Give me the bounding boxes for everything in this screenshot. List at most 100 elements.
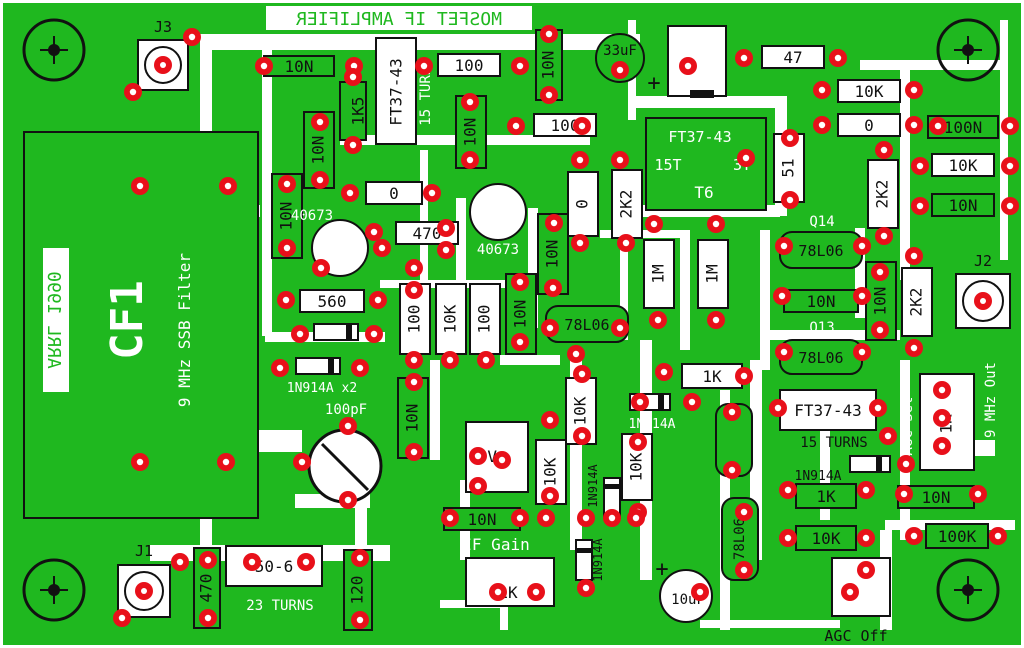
pad-hole [374, 296, 382, 304]
pad-hole [545, 30, 553, 38]
pads [113, 25, 1019, 629]
pad-hole [370, 228, 378, 236]
pad-hole [370, 330, 378, 338]
pad-hole [420, 62, 428, 70]
pad-hole [778, 292, 786, 300]
pad-hole [916, 202, 924, 210]
pad-hole [818, 86, 826, 94]
pad-hole [740, 508, 748, 516]
pad-hole [442, 224, 450, 232]
resistor-10k-right: 10K [931, 153, 995, 177]
resistor-100-top: 100 [437, 53, 501, 77]
pad-hole [356, 554, 364, 562]
pad-hole [546, 492, 554, 500]
svg-text:10K: 10K [571, 396, 590, 425]
diodes: 1N914A x2 1N914A 1N914A 1N914A 1N914A [287, 323, 891, 582]
pad-hole [545, 91, 553, 99]
pad-hole [224, 182, 232, 190]
pad-hole [876, 268, 884, 276]
transistor-q14: 78L06 Q14 [779, 214, 863, 269]
pad-hole [784, 534, 792, 542]
pad-hole [410, 378, 418, 386]
resistor-10k-v2: 10K [535, 439, 567, 505]
svg-text:10N: 10N [511, 300, 530, 329]
if-gain-label: IF Gain [462, 535, 529, 554]
connector-j1[interactable]: J1 [117, 542, 171, 618]
pad-hole [650, 220, 658, 228]
pad-hole [129, 88, 137, 96]
resistor-560: 560 [299, 289, 365, 313]
pad-hole [938, 442, 946, 450]
pad-hole [356, 616, 364, 624]
svg-text:1M: 1M [703, 264, 722, 283]
trimmer-100pf[interactable]: 100pF [307, 402, 383, 504]
pad-hole [616, 66, 624, 74]
svg-text:10N: 10N [285, 57, 314, 76]
pad-hole [696, 588, 704, 596]
svg-text:15T: 15T [654, 156, 681, 174]
pad-hole [902, 460, 910, 468]
pad-hole [498, 456, 506, 464]
pad-hole [516, 278, 524, 286]
pad-hole [550, 219, 558, 227]
pad-hole [474, 482, 482, 490]
svg-text:10N: 10N [309, 136, 328, 165]
resistor-1m-b: 1M [697, 239, 729, 309]
svg-text:470: 470 [413, 224, 442, 243]
mounting-hole-icon [22, 558, 86, 622]
pad-hole [880, 232, 888, 240]
svg-text:T6: T6 [694, 183, 713, 202]
pad-hole [512, 122, 520, 130]
svg-text:2K2: 2K2 [617, 190, 636, 219]
pad-hole [546, 324, 554, 332]
pad-hole [608, 514, 616, 522]
pad-hole [428, 189, 436, 197]
diode-pair-a [313, 323, 359, 341]
pad-hole [634, 438, 642, 446]
pad-hole [740, 54, 748, 62]
mosfet-right: 40673 [469, 183, 527, 258]
pad-hole [616, 324, 624, 332]
svg-text:10N: 10N [807, 292, 836, 311]
svg-text:100K: 100K [938, 527, 977, 546]
connector-j3[interactable]: J3 [137, 18, 189, 91]
pad-hole [938, 386, 946, 394]
resistor-2k2-c: 2K2 [901, 267, 933, 337]
svg-text:470: 470 [197, 574, 216, 603]
pad-hole [466, 98, 474, 106]
svg-text:51: 51 [779, 158, 798, 177]
pad-hole [466, 156, 474, 164]
svg-text:23 TURNS: 23 TURNS [246, 598, 313, 614]
pad-hole [654, 316, 662, 324]
pad-hole [350, 62, 358, 70]
diode-d [849, 455, 891, 473]
svg-text:10N: 10N [461, 118, 480, 147]
connector-j2[interactable]: J2 9 MHz Out [955, 252, 1011, 438]
svg-text:1K: 1K [702, 367, 722, 386]
svg-text:78L06: 78L06 [732, 518, 748, 560]
resistor-0-v: 0 [567, 171, 599, 237]
cf1-part-label: ARRL 1990 [43, 271, 64, 369]
svg-text:10N: 10N [543, 240, 562, 269]
pad-hole [410, 264, 418, 272]
svg-text:0: 0 [573, 199, 592, 209]
svg-text:1M: 1M [649, 264, 668, 283]
if-gain-header[interactable]: 1K IF Gain [462, 535, 555, 607]
pad-hole [442, 246, 450, 254]
mounting-hole-icon [936, 18, 1000, 82]
resistor-1k5: 1K5 [339, 81, 368, 141]
resistor-100k-bot: 100K [925, 523, 989, 549]
resistor-2k2-b: 2K2 [867, 159, 899, 229]
pad-hole [740, 372, 748, 380]
pad-hole [728, 466, 736, 474]
pad-hole [582, 514, 590, 522]
pad-hole [474, 452, 482, 460]
pad-hole [578, 370, 586, 378]
svg-text:10K: 10K [812, 529, 841, 548]
svg-text:1N914A: 1N914A [629, 417, 676, 432]
pad-hole [910, 252, 918, 260]
pad-hole [282, 296, 290, 304]
pad-hole [784, 486, 792, 494]
svg-text:FT37-43: FT37-43 [794, 401, 861, 420]
